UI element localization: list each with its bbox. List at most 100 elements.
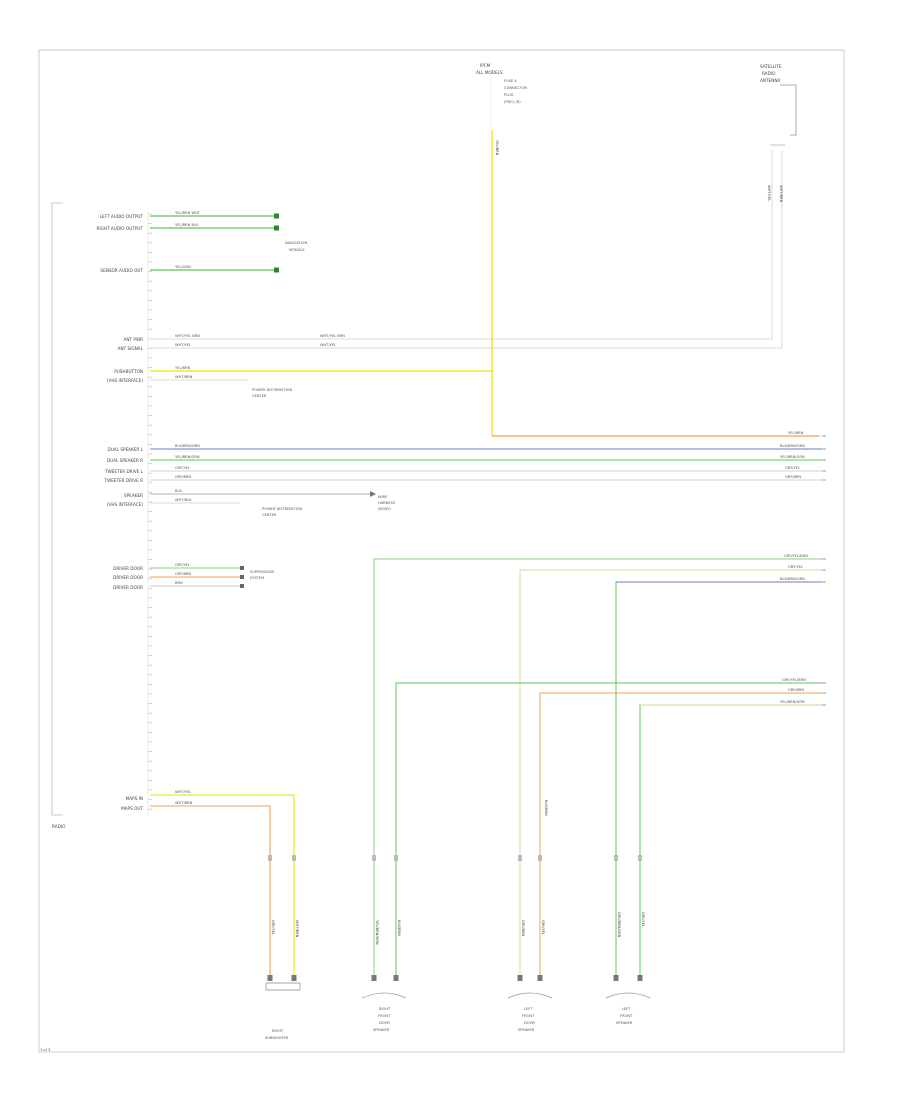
right-edge-stubs bbox=[822, 435, 826, 706]
radio-label-tweeter-l: TWEETER DRIVE L bbox=[104, 469, 144, 474]
lf-speaker-symbol bbox=[507, 992, 553, 999]
mid-right-sub: HARNESS bbox=[378, 501, 396, 505]
radio-label-maps-out: MAPS OUT bbox=[121, 806, 143, 811]
right-door-speaker-wires: GRY/YEL/BRN GRY/YEL BLK/BRN/GRN bbox=[373, 554, 822, 980]
lfs-label-2: FRONT bbox=[620, 1014, 633, 1018]
right-code-683: GRY/YEL/BRN bbox=[782, 678, 806, 682]
radio-label-door-1: DRIVER DOOR bbox=[113, 566, 143, 571]
lfs-speaker-symbol bbox=[605, 992, 651, 999]
connector-door-2 bbox=[240, 575, 244, 579]
mid-splice-sub: CENTER bbox=[252, 394, 267, 398]
right-code-tweeter-l: GRY/YEL bbox=[785, 466, 800, 470]
speaker-terminal bbox=[291, 975, 297, 981]
radio-label-dual-l: DUAL SPEAKER L bbox=[108, 447, 144, 452]
connector-door-3 bbox=[240, 584, 244, 588]
radio-label-tweeter-r: TWEETER DRIVE R bbox=[103, 478, 143, 483]
radio-label-dual-r: DUAL SPEAKER R bbox=[107, 458, 143, 463]
right-code-570: GRY/YEL bbox=[788, 565, 803, 569]
woofer-wires: WHT/YEL WHT/BRN bbox=[150, 790, 295, 975]
ipcm-sub: ALL MODELS bbox=[476, 70, 503, 75]
code-vhs: WHT/BRN bbox=[175, 375, 193, 379]
lower-note: SUPERVISION bbox=[250, 570, 274, 574]
nav-module-sub: MODULE bbox=[289, 248, 305, 252]
pushbutton-circuit: YEL/BRN WHT/BRN YEL/BRN YEL/BRN POWER DI… bbox=[150, 130, 820, 437]
lower-connector-label: POWER DISTRIBUTION bbox=[262, 507, 302, 511]
lf-label-1: LEFT bbox=[524, 1007, 533, 1011]
inline-connector bbox=[538, 855, 542, 861]
ipcm-vertical-code: YEL/BRN bbox=[495, 140, 499, 156]
speaker-circuit: BLK WHT/BLK WIRE HARNESS (BODY) POWER DI… bbox=[150, 489, 396, 517]
code-right-audio: YEL/BRN BLK bbox=[175, 223, 199, 227]
connector-right-audio bbox=[274, 225, 279, 231]
right-code-559: GRY/YEL/BRN bbox=[784, 554, 808, 558]
vcode-7: GRY/BRN/GRN bbox=[617, 912, 621, 938]
radio-label-left-audio: LEFT AUDIO OUTPUT bbox=[100, 214, 144, 219]
dual-speaker-wires: BLK/BRN/GRN YEL/BRN/GRN GRY/YEL GRY/BRN … bbox=[150, 444, 822, 481]
vcode-2: WHT/BRN bbox=[295, 920, 299, 938]
speaker-terminal bbox=[537, 975, 543, 981]
wire-maps-out bbox=[150, 805, 271, 975]
satellite-antenna-component: SATELLITE RADIO ANTENNA bbox=[760, 64, 797, 146]
ipcm-note-1: FUSE 4 bbox=[504, 79, 517, 83]
vcode-5: GRY/BRN bbox=[521, 920, 525, 936]
connector-door-1 bbox=[240, 566, 244, 570]
lower-orange-vertical-code: BLK/BRN bbox=[544, 800, 548, 816]
satellite-housing bbox=[780, 84, 797, 136]
wire-lower-green bbox=[395, 682, 822, 980]
mid-splice-label: POWER DISTRIBUTION bbox=[252, 388, 292, 392]
code-ant-pwr: WHT/YEL BRN bbox=[175, 334, 200, 338]
radio-label-speaker: SPEAKER bbox=[124, 493, 143, 498]
speaker-right-front-door: RIGHT FRONT DOOR SPEAKER bbox=[361, 992, 407, 1032]
code-door-1: GRY/YEL bbox=[175, 563, 190, 567]
lower-bank-wires: GRY/YEL/BRN GRY/BRN YEL/BRN/GRN BLK/BRN bbox=[395, 678, 822, 980]
ant-vertical-code-2: WHT/BRN bbox=[779, 185, 783, 203]
inline-connector bbox=[268, 855, 272, 861]
inline-connector bbox=[292, 855, 296, 861]
ipcm-note-2: CONNECTOR bbox=[504, 86, 528, 90]
inline-connector bbox=[394, 855, 398, 861]
bottom-connectors: GRY/YEL WHT/BRN YEL/BRN/GRN BLK/BRN GRY/… bbox=[267, 855, 645, 981]
speakers: RIGHT SUBWOOFER RIGHT FRONT DOOR SPEAKER… bbox=[265, 982, 651, 1040]
speaker-right-subwoofer: RIGHT SUBWOOFER bbox=[265, 982, 301, 1040]
lfs-label-1: LEFT bbox=[622, 1007, 631, 1011]
code-door-2: GRY/BRN bbox=[175, 572, 191, 576]
inline-connector bbox=[614, 855, 618, 861]
speaker-left-front-door: LEFT FRONT DOOR SPEAKER bbox=[507, 992, 553, 1032]
vcode-4: BLK/BRN bbox=[397, 920, 401, 936]
speaker-terminal bbox=[637, 975, 643, 981]
vcode-1: GRY/YEL bbox=[271, 920, 275, 935]
subwoofer-label-2: SUBWOOFER bbox=[265, 1036, 289, 1040]
code-speaker-vhs: WHT/BLK bbox=[175, 498, 192, 502]
satellite-label: SATELLITE bbox=[760, 64, 782, 69]
wire-right-door-yellow bbox=[519, 569, 822, 980]
code-tweeter-r: GRY/BRN bbox=[175, 475, 191, 479]
wire-lower-orange bbox=[539, 692, 822, 980]
inline-connector bbox=[638, 855, 642, 861]
radio-label-ant-signal: ANT SIGNAL bbox=[118, 346, 144, 351]
speaker-terminal bbox=[517, 975, 523, 981]
radio-module-bracket bbox=[51, 202, 63, 816]
radio-label-vhs-1: (VHS INTERFACE) bbox=[107, 378, 144, 383]
radio-label-door-2: DRIVER DOOR bbox=[113, 575, 143, 580]
antenna-wires: WHT/YEL BRN WHT/YEL WHT/YEL BRN WHT/YEL … bbox=[150, 150, 783, 349]
lower-connector-sub: CENTER bbox=[262, 513, 277, 517]
code-maps-in: WHT/YEL bbox=[175, 790, 191, 794]
speaker-arrow bbox=[370, 491, 376, 497]
wire-maps-in bbox=[150, 794, 295, 975]
page-footer: 1 of 3 bbox=[40, 1048, 50, 1052]
right-code-tweeter-r: GRY/BRN bbox=[785, 475, 801, 479]
radio-label-pushbutton: PUSHBUTTON bbox=[114, 369, 143, 374]
connector-sensor-audio bbox=[274, 267, 279, 273]
right-code-dual-r: YEL/BRN/GRN bbox=[780, 455, 805, 459]
right-code-705: YEL/BRN/GRN bbox=[780, 700, 805, 704]
mid-right-label: WIRE bbox=[378, 495, 388, 499]
code-dual-r: YEL/BRN/GRN bbox=[175, 455, 200, 459]
code-maps-out: WHT/BRN bbox=[175, 801, 193, 805]
subwoofer-label-1: RIGHT bbox=[272, 1029, 284, 1033]
speaker-terminal bbox=[267, 975, 273, 981]
radio-pin-numbers bbox=[148, 213, 152, 810]
radio-label-ant-pwr: ANT PWR bbox=[124, 337, 144, 342]
vcode-6: GRY/YEL bbox=[541, 920, 545, 935]
navigation-module-note: NAVIGATION MODULE bbox=[285, 241, 307, 252]
